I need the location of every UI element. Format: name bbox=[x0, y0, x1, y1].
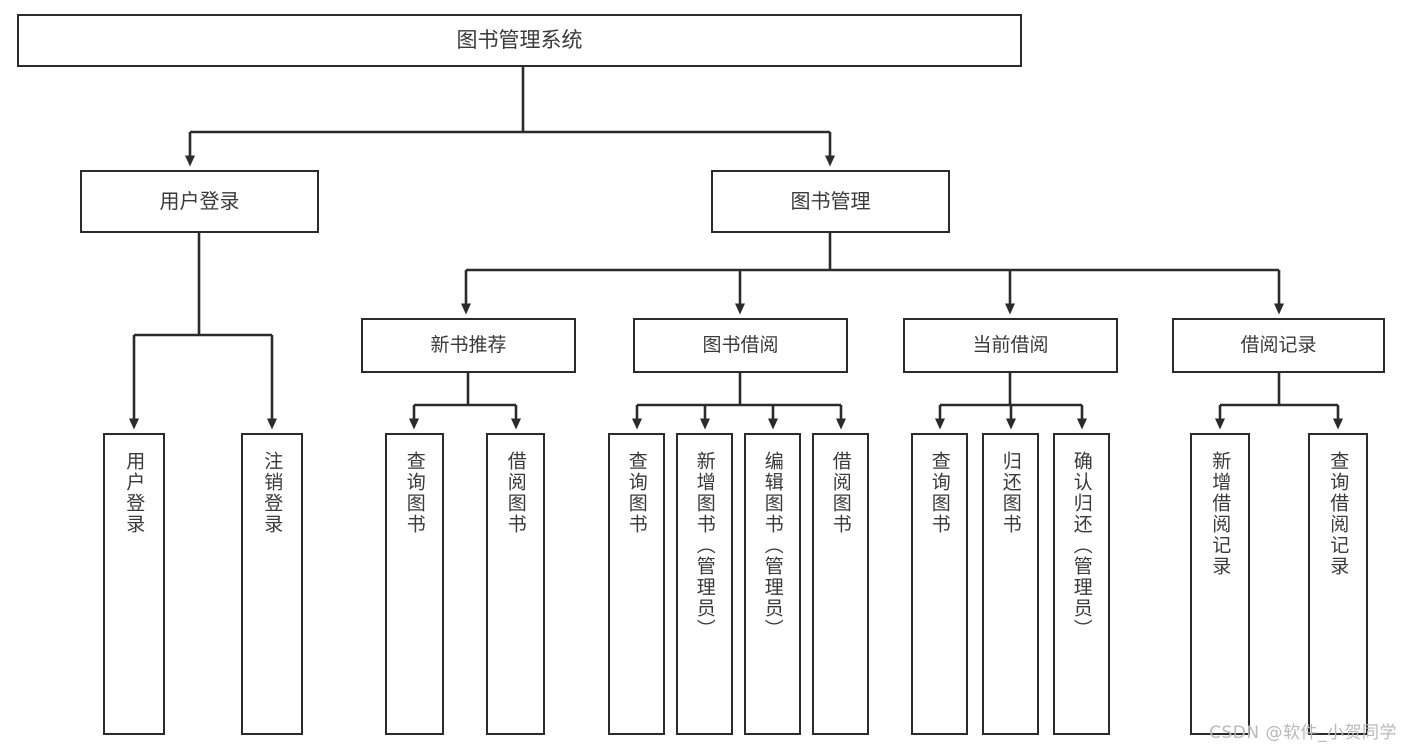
node-add-borrow-record[interactable]: 新增借阅记录 bbox=[1190, 433, 1250, 735]
node-root-label: 图书管理系统 bbox=[456, 28, 583, 53]
node-current-borrow-label: 当前借阅 bbox=[972, 334, 1049, 357]
book-manage-connectors bbox=[461, 233, 1284, 315]
node-return-book[interactable]: 归还图书 bbox=[982, 433, 1039, 735]
node-return-book-label: 归还图书 bbox=[999, 451, 1022, 535]
node-borrow-book-2-label: 借阅图书 bbox=[829, 451, 852, 535]
node-new-book-recommend-label: 新书推荐 bbox=[430, 334, 507, 357]
node-add-book-admin-label: 新增图书（管理员） bbox=[693, 451, 716, 640]
node-book-manage-label: 图书管理 bbox=[790, 188, 871, 213]
node-confirm-return-admin-label: 确认归还（管理员） bbox=[1070, 451, 1093, 640]
node-borrow-record-label: 借阅记录 bbox=[1240, 334, 1317, 357]
node-query-book-2-label: 查询图书 bbox=[625, 451, 648, 535]
node-query-book-1[interactable]: 查询图书 bbox=[385, 433, 444, 735]
node-user-login-do-label: 用户登录 bbox=[123, 451, 146, 535]
root-connectors bbox=[185, 67, 835, 167]
node-new-book-recommend[interactable]: 新书推荐 bbox=[361, 318, 576, 373]
node-borrow-book-1[interactable]: 借阅图书 bbox=[486, 433, 545, 735]
node-confirm-return-admin[interactable]: 确认归还（管理员） bbox=[1053, 433, 1110, 735]
current-borrow-connectors bbox=[935, 373, 1087, 430]
node-book-borrow-label: 图书借阅 bbox=[702, 334, 779, 357]
node-root[interactable]: 图书管理系统 bbox=[17, 14, 1022, 67]
node-user-login[interactable]: 用户登录 bbox=[80, 170, 319, 233]
node-add-borrow-record-label: 新增借阅记录 bbox=[1209, 451, 1232, 577]
node-borrow-record[interactable]: 借阅记录 bbox=[1172, 318, 1385, 373]
node-query-borrow-record-label: 查询借阅记录 bbox=[1327, 451, 1350, 577]
node-current-borrow[interactable]: 当前借阅 bbox=[903, 318, 1118, 373]
node-book-borrow[interactable]: 图书借阅 bbox=[633, 318, 848, 373]
node-book-manage[interactable]: 图书管理 bbox=[711, 170, 950, 233]
new-book-recommend-connectors bbox=[409, 373, 521, 430]
node-user-login-label: 用户登录 bbox=[159, 188, 240, 213]
node-query-book-3[interactable]: 查询图书 bbox=[911, 433, 968, 735]
node-user-logout-label: 注销登录 bbox=[261, 451, 284, 535]
borrow-record-connectors bbox=[1215, 373, 1343, 430]
node-query-book-1-label: 查询图书 bbox=[403, 451, 426, 535]
node-edit-book-admin-label: 编辑图书（管理员） bbox=[761, 451, 784, 640]
node-query-book-2[interactable]: 查询图书 bbox=[608, 433, 665, 735]
node-add-book-admin[interactable]: 新增图书（管理员） bbox=[676, 433, 733, 735]
book-borrow-connectors bbox=[632, 373, 846, 430]
node-borrow-book-1-label: 借阅图书 bbox=[504, 451, 527, 535]
node-query-book-3-label: 查询图书 bbox=[928, 451, 951, 535]
node-user-login-do[interactable]: 用户登录 bbox=[103, 433, 165, 735]
user-login-connectors bbox=[129, 233, 277, 430]
node-query-borrow-record[interactable]: 查询借阅记录 bbox=[1308, 433, 1368, 735]
node-edit-book-admin[interactable]: 编辑图书（管理员） bbox=[744, 433, 801, 735]
node-user-logout[interactable]: 注销登录 bbox=[241, 433, 303, 735]
node-borrow-book-2[interactable]: 借阅图书 bbox=[812, 433, 869, 735]
